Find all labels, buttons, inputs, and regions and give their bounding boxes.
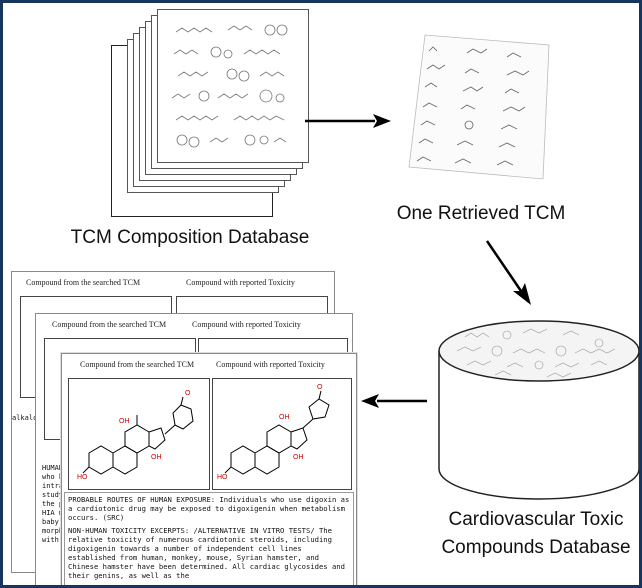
card-header: Compound from the searched TCM Compound … (12, 278, 334, 290)
card-header: Compound from the searched TCM Compound … (36, 320, 352, 332)
fragment-line: the pl (42, 500, 68, 508)
arrow-right (305, 114, 391, 128)
cardio-db-label-line2: Compounds Database (441, 537, 631, 558)
sheet-front (157, 9, 309, 163)
left-header: Compound from the searched TCM (52, 320, 167, 329)
one-retrieved-tcm-label: One Retrieved TCM (396, 203, 566, 224)
nonhuman-toxicity-text: NON-HUMAN TOXICITY EXCERPTS: /ALTERNATIV… (68, 526, 350, 580)
fragment-line: morphi (42, 527, 68, 535)
alkaloid-fragment: alkalοi (12, 414, 40, 422)
card-header: Compound from the searched TCM Compound … (62, 360, 356, 372)
svg-text:HO: HO (217, 474, 228, 481)
cardio-db-label-line1: Cardiovascular Toxic (448, 509, 624, 530)
tcm-composition-database-label: TCM Composition Database (70, 227, 310, 248)
cardiovascular-database-cylinder (438, 320, 639, 500)
left-header: Compound from the searched TCM (26, 278, 141, 287)
svg-text:HO: HO (77, 474, 88, 481)
human-fragment-lines: HUMAN who h intram study. the pl HIA me … (42, 464, 68, 545)
right-header: Compound with reported Toxicity (186, 278, 295, 287)
fragment-line: baby's (42, 518, 68, 526)
svg-text:O: O (185, 390, 191, 397)
structure-box-left: O HO OH OH (68, 378, 210, 490)
molecule-sketches (171, 24, 288, 148)
arrow-down-right (485, 240, 531, 305)
result-card-front: Compound from the searched TCM Compound … (61, 353, 357, 585)
fragment-line: with d (42, 536, 68, 544)
arrow-left (361, 394, 427, 408)
structure-box-right: O HO OH OH (212, 378, 352, 490)
right-header: Compound with reported Toxicity (216, 360, 325, 369)
fragment-line: who h (42, 473, 64, 481)
fragment-line: HIA me (42, 509, 68, 517)
fragment-line: intram (42, 482, 68, 490)
right-header: Compound with reported Toxicity (192, 320, 301, 329)
svg-text:OH: OH (293, 454, 304, 461)
svg-text:O: O (317, 384, 323, 391)
retrieved-tcm-page (408, 34, 550, 180)
svg-text:OH: OH (279, 414, 290, 421)
steroid-structure-right: O HO OH OH (217, 384, 330, 481)
svg-text:OH: OH (151, 454, 162, 461)
fragment-line: study. (42, 491, 68, 499)
fragment-line: HUMAN (42, 464, 64, 472)
routes-of-exposure-text: PROBABLE ROUTES OF HUMAN EXPOSURE: Indiv… (68, 495, 350, 522)
svg-text:OH: OH (119, 418, 130, 425)
toxicity-text-box: PROBABLE ROUTES OF HUMAN EXPOSURE: Indiv… (64, 492, 354, 585)
left-header: Compound from the searched TCM (80, 360, 195, 369)
steroid-structure-left: O HO OH OH (77, 390, 194, 481)
